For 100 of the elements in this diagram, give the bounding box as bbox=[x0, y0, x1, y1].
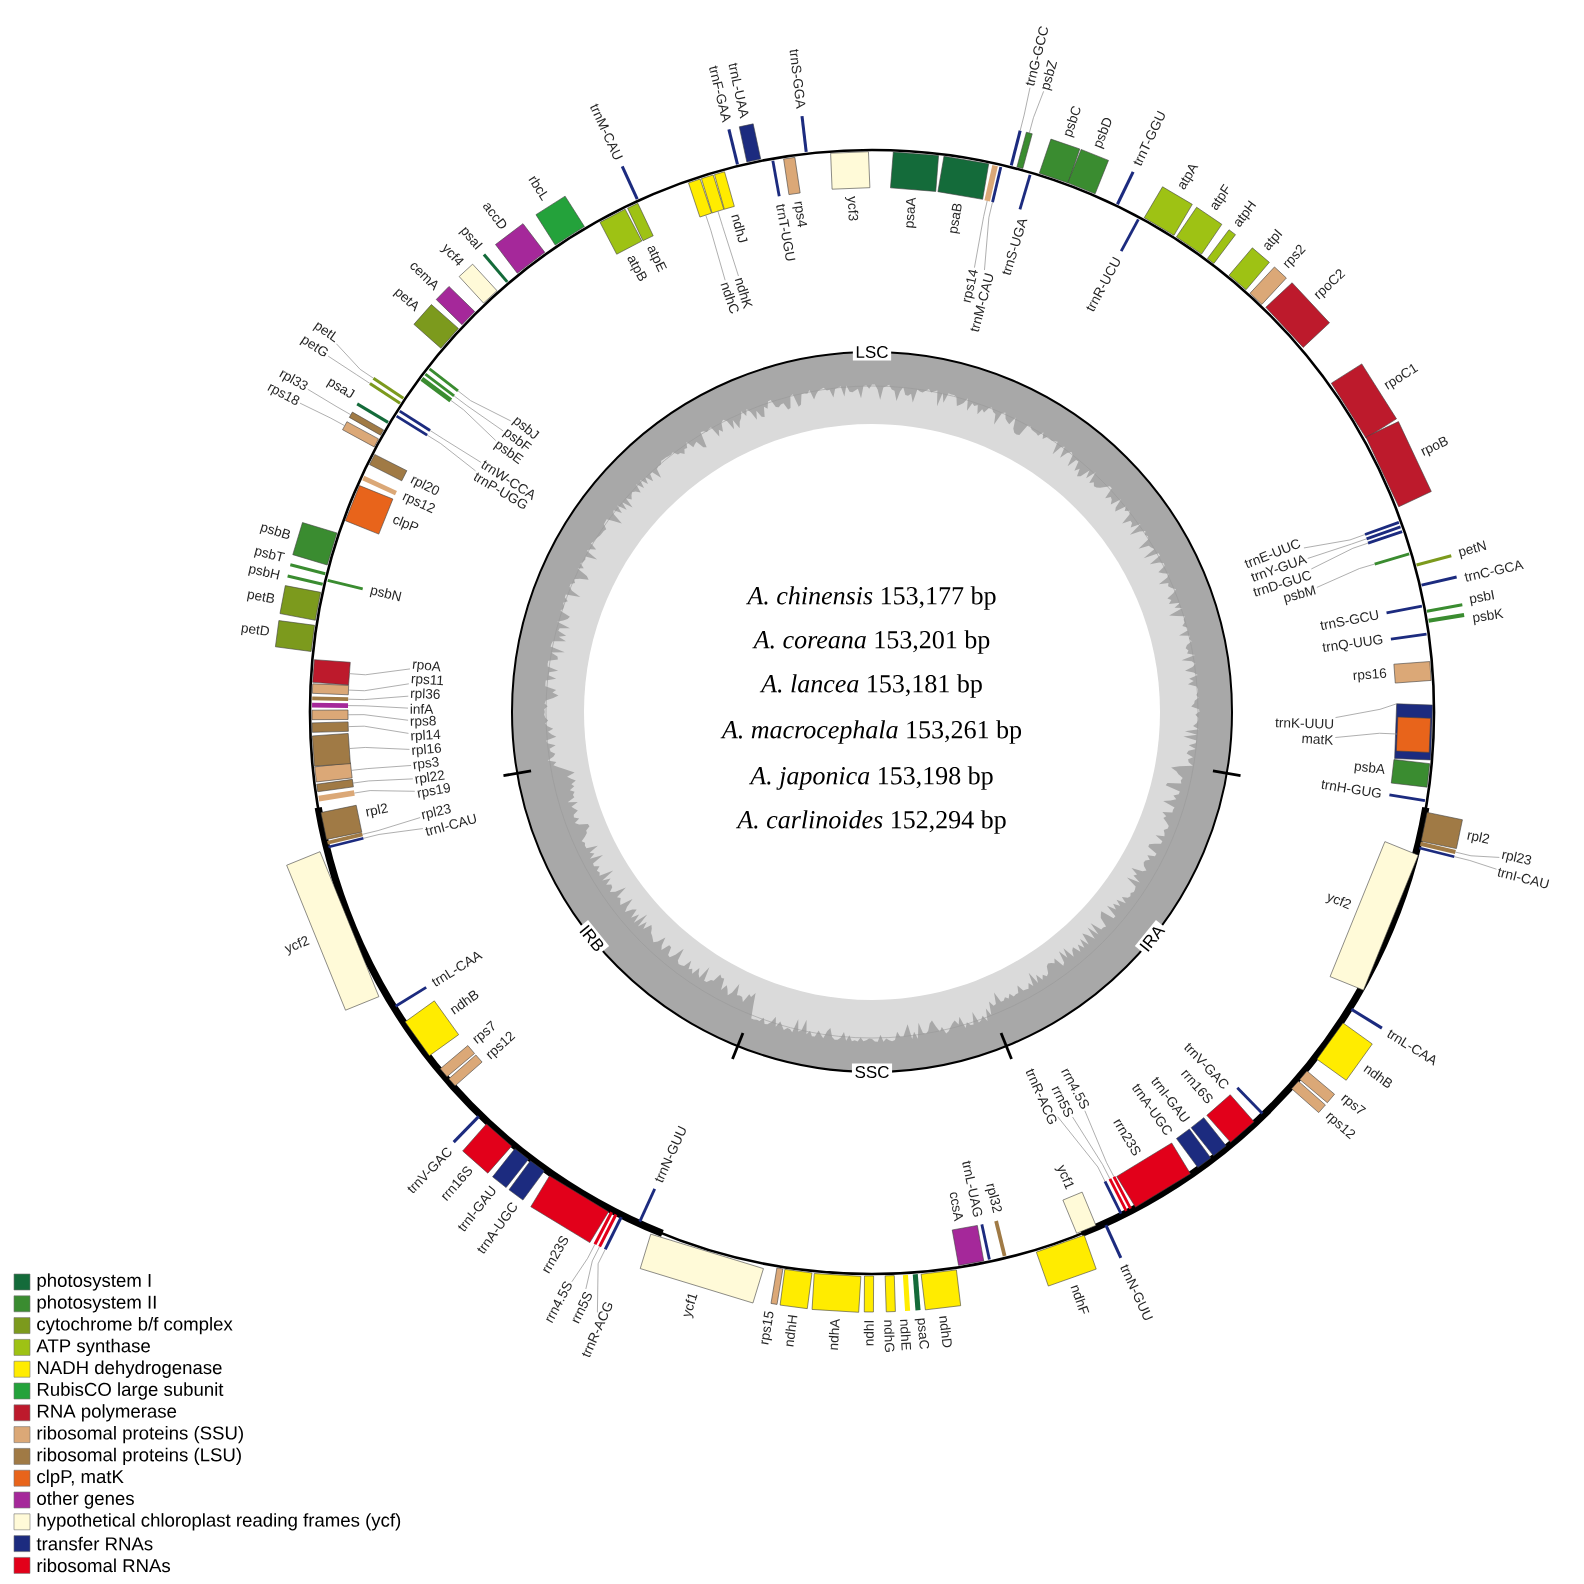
gene-block bbox=[1016, 131, 1033, 169]
legend-label: transfer RNAs bbox=[36, 1536, 153, 1551]
gene-block bbox=[1366, 525, 1401, 541]
gene-block bbox=[1419, 841, 1456, 855]
leader-line bbox=[453, 395, 504, 432]
legend-label: other genes bbox=[37, 1491, 134, 1509]
region-label: SSC bbox=[851, 1063, 893, 1081]
gene-block bbox=[349, 411, 384, 436]
leader-line bbox=[362, 817, 421, 835]
leader-line bbox=[327, 355, 371, 384]
leader-line bbox=[1455, 851, 1500, 858]
leader-line bbox=[1335, 703, 1397, 718]
gene-block bbox=[328, 837, 364, 849]
genome-size-label: A. macrocephala 153,261 bp bbox=[720, 720, 1022, 744]
leader-line bbox=[350, 765, 412, 771]
gene-block bbox=[701, 174, 725, 214]
leader-line bbox=[347, 725, 409, 734]
gene-block bbox=[428, 367, 459, 392]
gene-block bbox=[1396, 716, 1431, 753]
legend-label: clpP, matK bbox=[37, 1469, 124, 1487]
gene-block bbox=[1374, 552, 1410, 566]
leader-line bbox=[363, 828, 424, 839]
genome-size-label: A. carlinoides 152,294 bp bbox=[735, 810, 1006, 834]
gene-block bbox=[1364, 520, 1400, 536]
leader-line bbox=[585, 1246, 600, 1290]
leader-line bbox=[347, 714, 409, 721]
leader-line bbox=[307, 388, 352, 416]
leader-line bbox=[1307, 538, 1367, 559]
leader-line bbox=[352, 778, 414, 784]
leader-line bbox=[1084, 1110, 1115, 1178]
leader-line bbox=[1072, 1116, 1111, 1180]
region-label: IRB bbox=[574, 919, 610, 957]
legend-label: ribosomal proteins (SSU) bbox=[37, 1425, 243, 1444]
gene-block bbox=[991, 166, 1003, 203]
leader-line bbox=[717, 210, 739, 277]
legend-label: ribosomal proteins (LSU) bbox=[37, 1447, 241, 1466]
gene-block bbox=[424, 373, 455, 398]
region-label: IRA bbox=[1134, 919, 1170, 957]
leader-line bbox=[457, 390, 512, 422]
genome-size-label: A. lancea 153,181 bp bbox=[759, 674, 982, 698]
genome-size-label: A. coreana 153,201 bp bbox=[752, 630, 990, 654]
leader-line bbox=[1453, 856, 1497, 870]
gene-block bbox=[342, 421, 379, 448]
gene-block bbox=[398, 409, 431, 432]
gene-block bbox=[372, 377, 405, 400]
legend-label: RNA polymerase bbox=[37, 1404, 177, 1422]
leader-line bbox=[1019, 87, 1031, 131]
legend-label: photosystem I bbox=[37, 1273, 151, 1291]
gene-block bbox=[1103, 1180, 1123, 1215]
leader-line bbox=[571, 1243, 596, 1283]
gene-block bbox=[1367, 530, 1403, 545]
genome-size-label: A. chinensis 153,177 bp bbox=[746, 586, 996, 610]
gene-block bbox=[593, 1211, 613, 1245]
gene-block bbox=[311, 709, 349, 720]
gene-block bbox=[312, 683, 349, 696]
leader-line bbox=[426, 434, 476, 472]
leader-line bbox=[353, 790, 416, 794]
gene-block bbox=[984, 165, 998, 202]
gene-block bbox=[395, 414, 428, 437]
leader-line bbox=[984, 201, 993, 271]
legend-label: NADH dehydrogenase bbox=[37, 1360, 222, 1378]
gene-block bbox=[1009, 130, 1022, 166]
leader-line bbox=[348, 747, 410, 750]
gene-block bbox=[316, 779, 354, 793]
leader-line bbox=[1316, 563, 1375, 588]
gene-block bbox=[312, 696, 349, 702]
leader-line bbox=[347, 695, 409, 700]
leader-line bbox=[1310, 542, 1369, 570]
leader-line bbox=[1028, 90, 1044, 134]
leader-line bbox=[974, 200, 988, 268]
leader-line bbox=[349, 668, 411, 676]
legend-label: hypothetical chloroplast reading frames (ycf) bbox=[37, 1513, 401, 1531]
leader-line bbox=[1057, 1116, 1106, 1182]
gene-block bbox=[420, 377, 453, 403]
gene-block bbox=[314, 762, 353, 783]
leader-line bbox=[347, 705, 409, 709]
gene-block bbox=[1419, 846, 1455, 858]
gene-block bbox=[369, 382, 401, 405]
leader-line bbox=[299, 402, 346, 427]
leader-line bbox=[1303, 534, 1366, 549]
legend-label: photosystem II bbox=[37, 1295, 156, 1313]
legend-label: RubisCO large subunit bbox=[37, 1382, 224, 1400]
gene-block bbox=[598, 1213, 618, 1248]
leader-line bbox=[1334, 732, 1398, 738]
leader-line bbox=[450, 399, 497, 441]
gene-block bbox=[318, 790, 355, 802]
leader-line bbox=[597, 1249, 606, 1313]
legend-label: ATP synthase bbox=[36, 1338, 150, 1357]
legend-label: ribosomal RNAs bbox=[37, 1558, 171, 1573]
gene-block bbox=[312, 702, 349, 708]
leader-line bbox=[429, 430, 482, 463]
leader-line bbox=[336, 343, 374, 379]
genome-size-label: A. japonica 153,198 bp bbox=[748, 766, 993, 790]
region-label: LSC bbox=[852, 343, 892, 361]
gene-block bbox=[603, 1216, 623, 1251]
legend-label: cytochrome b/f complex bbox=[37, 1316, 233, 1335]
gene-block bbox=[688, 178, 712, 218]
gene-block bbox=[311, 721, 349, 733]
gene-block bbox=[327, 832, 363, 845]
gene-block bbox=[312, 659, 351, 686]
